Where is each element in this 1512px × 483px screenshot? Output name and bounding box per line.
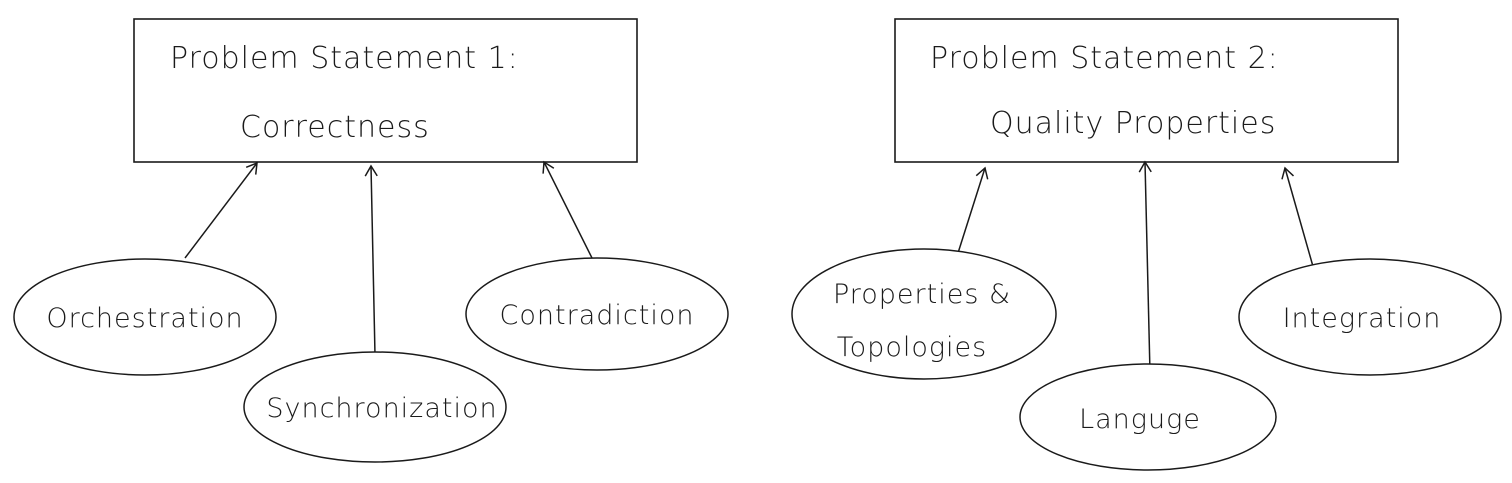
arrow-properties-to-quality [957, 166, 989, 254]
arrow-orchestration-to-correctness [184, 161, 258, 259]
problem-statement-1-title: Problem Statement 1: [170, 41, 519, 76]
driver-node-contradiction: Contradiction [465, 257, 729, 371]
problem-statement-2-group: Problem Statement 2: Quality Properties [894, 18, 1399, 163]
arrow-integration-to-quality [1281, 166, 1317, 278]
driver-ellipse [1238, 258, 1502, 376]
problem-statement-1-box [133, 18, 638, 163]
driver-node-synchronization: Synchronization [243, 351, 507, 463]
driver-label: Contradiction [500, 300, 695, 331]
driver-ellipse [243, 351, 507, 463]
arrow-synchronization-to-correctness [364, 164, 378, 356]
problem-statement-2-title: Problem Statement 2: [930, 41, 1279, 76]
driver-label: Languge [1079, 404, 1201, 435]
driver-ellipse [791, 248, 1057, 380]
driver-label-line2: Topologies [837, 332, 987, 363]
driver-node-integration: Integration [1238, 258, 1502, 376]
driver-ellipse [1019, 363, 1277, 471]
driver-label-line1: Properties & [833, 279, 1011, 310]
driver-node-properties-topologies: Properties & Topologies [791, 248, 1057, 380]
driver-label: Integration [1283, 303, 1442, 334]
arrow-languge-to-quality [1138, 160, 1152, 374]
driver-node-orchestration: Orchestration [13, 258, 277, 376]
arrow-contradiction-to-correctness [542, 160, 594, 261]
driver-node-languge: Languge [1019, 363, 1277, 471]
driver-ellipse [13, 258, 277, 376]
problem-statement-1-group: Problem Statement 1: Correctness [133, 18, 638, 163]
driver-label: Orchestration [46, 303, 243, 334]
driver-ellipse [465, 257, 729, 371]
problem-statement-2-subtitle: Quality Properties [990, 106, 1276, 141]
problem-statement-1-subtitle: Correctness [240, 110, 430, 145]
driver-label: Synchronization [266, 393, 497, 424]
